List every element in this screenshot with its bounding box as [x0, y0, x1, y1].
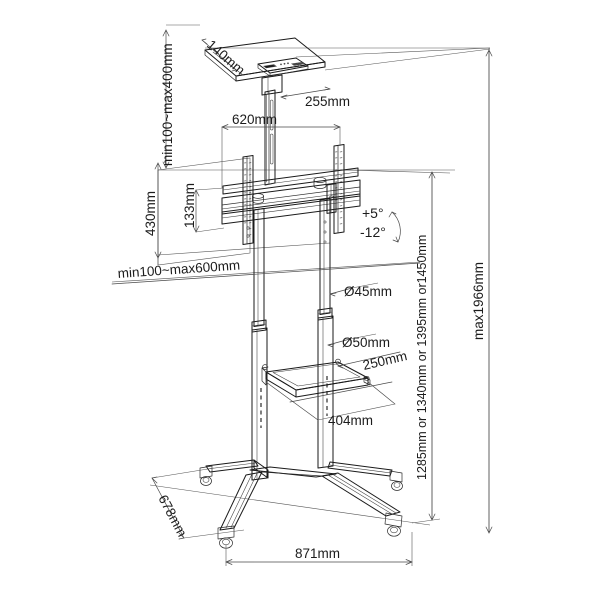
camera-shelf [204, 37, 326, 96]
av-shelf [261, 358, 371, 398]
vesa-bracket [221, 144, 361, 245]
dim-vesa-height: 430mm [143, 191, 158, 236]
dim-base-width: 871mm [295, 546, 340, 561]
dim-top-shelf-travel: min100~max400mm [160, 43, 175, 166]
angle-tilt-down: -12° [360, 224, 386, 240]
dim-tv-center-heights: 1285mm or 1340mm or 1395mm or1450mm [415, 235, 429, 480]
camera-device [257, 57, 309, 77]
dimension-lines [111, 24, 493, 566]
dim-av-shelf-width: 404mm [328, 413, 373, 428]
dim-camera-shelf-width: 255mm [305, 94, 350, 109]
dim-upper-tube-diameter: Ø45mm [344, 284, 392, 299]
dim-lower-tube-diameter: Ø50mm [342, 335, 390, 350]
dim-rail-spacing: 133mm [182, 183, 197, 228]
dim-vesa-width: 620mm [232, 112, 277, 127]
dim-overall-max-height: max1966mm [471, 262, 486, 340]
angle-tilt-up: +5° [362, 205, 384, 221]
